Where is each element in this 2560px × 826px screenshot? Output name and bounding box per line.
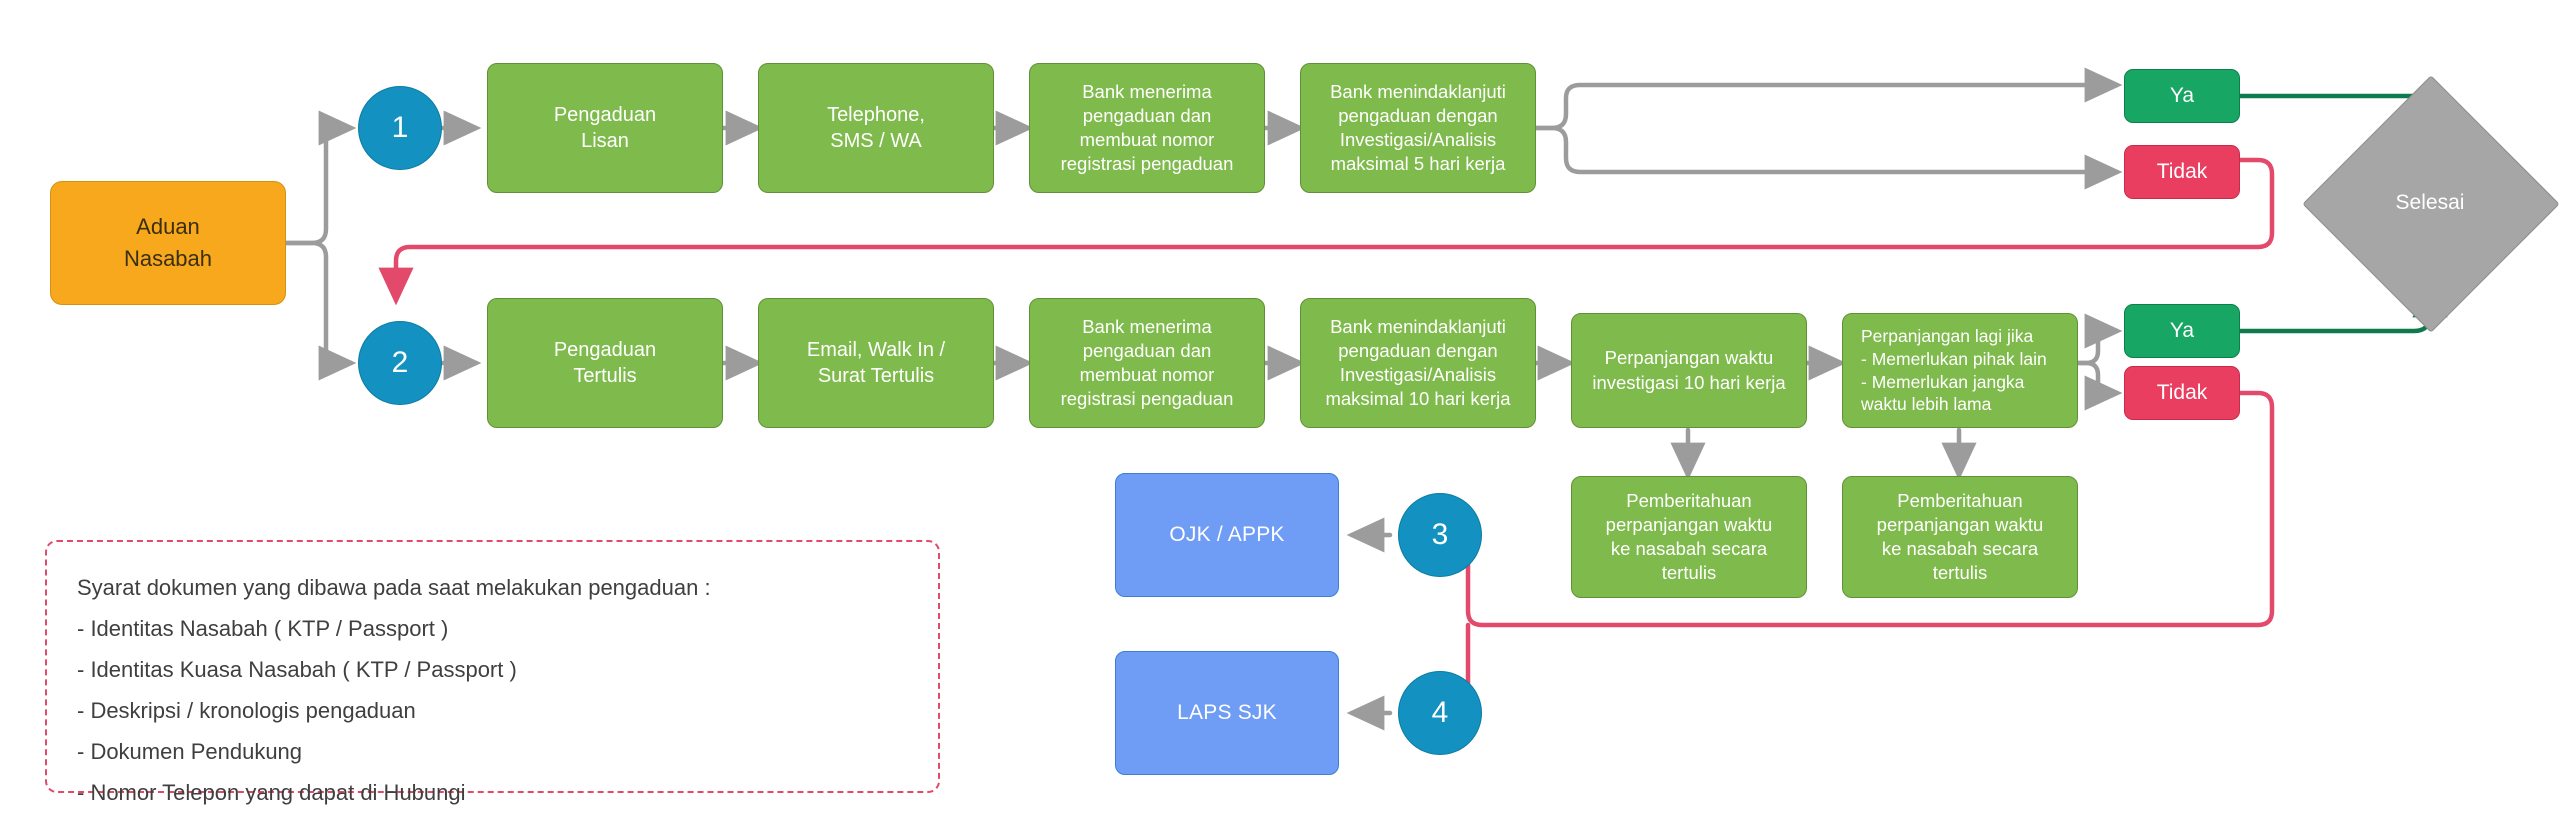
requirements-legend: Syarat dokumen yang dibawa pada saat mel… [45, 540, 940, 805]
row1-step-2-line1: Telephone, [827, 104, 925, 126]
row1-step-3-line4: registrasi pengaduan [1060, 153, 1234, 175]
row1-step-4-line3: Investigasi/Analisis [1339, 129, 1497, 150]
notification-box-2-line3: ke nasabah secara [1881, 538, 2039, 559]
branch-marker-4[interactable]: 4 [1398, 671, 1482, 755]
row1-step-4-line4: maksimal 5 hari kerja [1330, 153, 1506, 175]
row1-step-3-line1: Bank menerima [1082, 80, 1212, 102]
row1-step-4-line1: Bank menindaklanjuti [1330, 80, 1506, 102]
start-node-line2: Nasabah [123, 246, 213, 271]
row2-step-6-line4: waktu lebih lama [1861, 394, 1992, 415]
row1-decision-yes-label: Ya [2169, 84, 2195, 107]
row2-step-5-line2: investigasi 10 hari kerja [1592, 371, 1786, 393]
row2-step-1-line1: Pengaduan [553, 339, 657, 361]
row1-step-1[interactable]: Pengaduan Lisan [487, 63, 723, 193]
row2-step-2-line1: Email, Walk In / [806, 339, 946, 361]
row2-decision-yes-label: Ya [2169, 319, 2195, 342]
row2-decision-no-label: Tidak [2156, 381, 2208, 404]
row2-step-3[interactable]: Bank menerima pengaduan dan membuat nomo… [1029, 298, 1265, 428]
row2-step-6-line1: Perpanjangan lagi jika [1861, 326, 2034, 346]
row2-step-4-line3: Investigasi/Analisis [1339, 364, 1497, 385]
notification-box-2-line1: Pemberitahuan [1897, 489, 2023, 511]
row2-step-4[interactable]: Bank menindaklanjuti pengaduan dengan In… [1300, 298, 1536, 428]
row2-step-6[interactable]: Perpanjangan lagi jika - Memerlukan piha… [1842, 313, 2078, 428]
requirements-legend-heading: Syarat dokumen yang dibawa pada saat mel… [77, 575, 711, 600]
notification-box-2-line4: tertulis [1932, 562, 1988, 584]
row1-step-4[interactable]: Bank menindaklanjuti pengaduan dengan In… [1300, 63, 1536, 193]
row2-step-1-line2: Tertulis [573, 365, 637, 387]
row1-step-3[interactable]: Bank menerima pengaduan dan membuat nomo… [1029, 63, 1265, 193]
requirements-legend-item-2: - Identitas Kuasa Nasabah ( KTP / Passpo… [77, 656, 517, 682]
notification-box-2[interactable]: Pemberitahuan perpanjangan waktu ke nasa… [1842, 476, 2078, 598]
notification-box-1-line1: Pemberitahuan [1626, 489, 1752, 511]
escalation-ojk-appk-label: OJK / APPK [1169, 523, 1285, 546]
row2-step-2[interactable]: Email, Walk In / Surat Tertulis [758, 298, 994, 428]
row1-decision-no-label: Tidak [2156, 160, 2208, 183]
branch-marker-1-label: 1 [391, 111, 409, 144]
row2-step-3-line4: registrasi pengaduan [1060, 388, 1234, 410]
row2-step-4-line2: pengaduan dengan [1338, 339, 1498, 361]
row2-step-6-line3: - Memerlukan jangka [1861, 371, 2025, 392]
notification-box-1-line2: perpanjangan waktu [1605, 513, 1773, 535]
row2-step-2-line2: Surat Tertulis [817, 365, 935, 387]
start-node-line1: Aduan [136, 214, 200, 240]
branch-marker-3[interactable]: 3 [1398, 493, 1482, 577]
row2-step-6-line2: - Memerlukan pihak lain [1861, 348, 2047, 369]
branch-marker-2[interactable]: 2 [358, 321, 442, 405]
escalation-laps-sjk[interactable]: LAPS SJK [1115, 651, 1339, 775]
row1-step-4-line2: pengaduan dengan [1338, 104, 1498, 126]
branch-marker-3-label: 3 [1431, 518, 1449, 551]
row1-step-2-line2: SMS / WA [830, 130, 922, 152]
requirements-legend-item-5: - Nomor Telepon yang dapat di Hubungi [77, 779, 466, 805]
row2-decision-yes[interactable]: Ya [2124, 304, 2240, 358]
row2-step-4-line1: Bank menindaklanjuti [1330, 315, 1506, 337]
row1-step-2[interactable]: Telephone, SMS / WA [758, 63, 994, 193]
start-node-aduan-nasabah[interactable]: Aduan Nasabah [50, 181, 286, 305]
branch-marker-2-label: 2 [391, 346, 409, 379]
requirements-legend-item-1: - Identitas Nasabah ( KTP / Passport ) [77, 615, 449, 641]
end-node-label: Selesai [2395, 191, 2465, 214]
row1-decision-no[interactable]: Tidak [2124, 145, 2240, 199]
notification-box-1[interactable]: Pemberitahuan perpanjangan waktu ke nasa… [1571, 476, 1807, 598]
row2-decision-no[interactable]: Tidak [2124, 366, 2240, 420]
row2-step-3-line2: pengaduan dan [1082, 339, 1212, 361]
notification-box-1-line4: tertulis [1661, 562, 1717, 584]
row2-step-5[interactable]: Perpanjangan waktu investigasi 10 hari k… [1571, 313, 1807, 428]
row2-step-3-line3: membuat nomor [1079, 364, 1215, 385]
requirements-legend-item-3: - Deskripsi / kronologis pengaduan [77, 697, 416, 723]
escalation-ojk-appk[interactable]: OJK / APPK [1115, 473, 1339, 597]
notification-box-2-line2: perpanjangan waktu [1876, 513, 2044, 535]
escalation-laps-sjk-label: LAPS SJK [1177, 701, 1277, 724]
row1-decision-yes[interactable]: Ya [2124, 69, 2240, 123]
row2-step-3-line1: Bank menerima [1082, 315, 1212, 337]
row2-step-5-line1: Perpanjangan waktu [1604, 347, 1774, 369]
row2-step-4-line4: maksimal 10 hari kerja [1325, 388, 1511, 410]
branch-marker-4-label: 4 [1431, 696, 1449, 729]
row1-step-1-line1: Pengaduan [553, 104, 657, 126]
notification-box-1-line3: ke nasabah secara [1610, 538, 1768, 559]
branch-marker-1[interactable]: 1 [358, 86, 442, 170]
row1-step-1-line2: Lisan [581, 130, 629, 152]
requirements-legend-item-4: - Dokumen Pendukung [77, 738, 303, 764]
end-node-selesai[interactable]: Selesai [2302, 75, 2560, 333]
row1-step-3-line3: membuat nomor [1079, 129, 1215, 150]
row1-step-3-line2: pengaduan dan [1082, 104, 1212, 126]
row2-step-1[interactable]: Pengaduan Tertulis [487, 298, 723, 428]
